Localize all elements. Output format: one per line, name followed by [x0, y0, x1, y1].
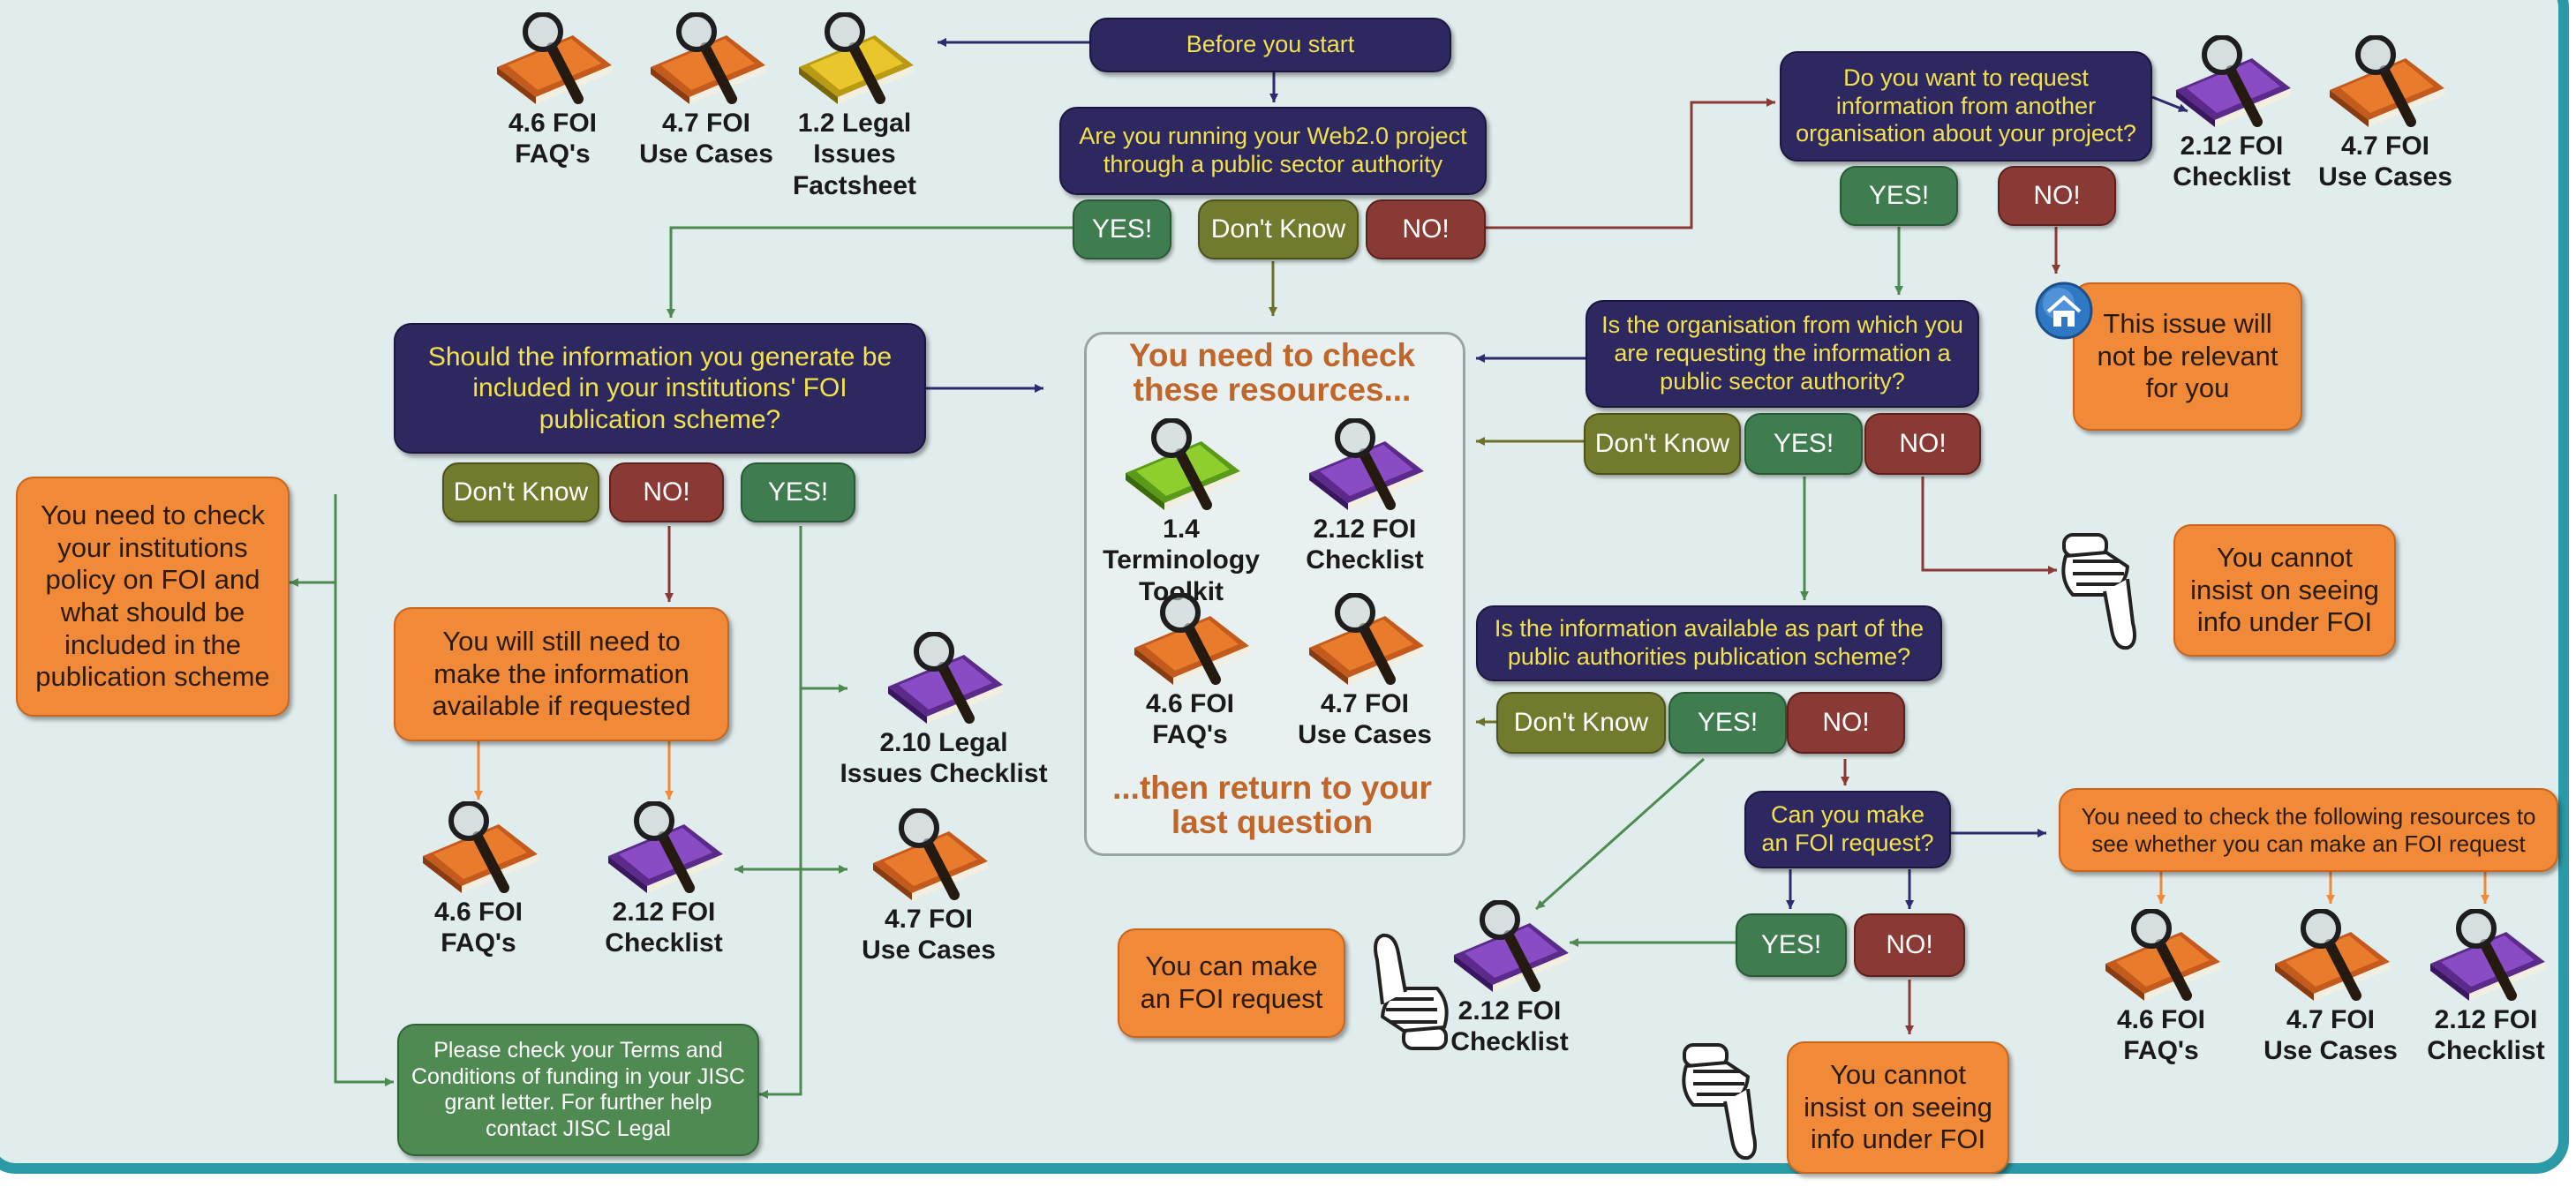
question-org-public: Is the organisation from which you are r…: [1586, 300, 1979, 408]
resource-checklist-panel[interactable]: 2.12 FOI Checklist: [1285, 418, 1444, 576]
resource-checklist-left[interactable]: 2.12 FOI Checklist: [584, 801, 743, 959]
book-magnifier-purple-icon: [1454, 900, 1569, 992]
arrow-dontknow-to-terms: [334, 582, 394, 1086]
check-panel-footer: ...then return to your last question: [1112, 770, 1432, 840]
arrow-yes-to-terms: [759, 526, 802, 1099]
book-magnifier-purple-icon: [1309, 418, 1424, 510]
book-magnifier-orange-icon: [423, 801, 538, 893]
book-magnifier-purple-icon: [608, 801, 723, 893]
book-magnifier-orange-icon: [651, 12, 765, 104]
question-include-scheme: Should the information you generate be i…: [394, 323, 926, 454]
arrow-org-no-to-cannot: [1921, 477, 2057, 575]
still-available-box: You will still need to make the informat…: [394, 607, 729, 741]
answer-dontknow-org: Don't Know: [1584, 413, 1741, 475]
answer-dontknow-include: Don't Know: [442, 462, 599, 522]
resource-legal-factsheet[interactable]: 1.2 Legal Issues Factsheet: [775, 12, 934, 201]
not-relevant-box: This issue will not be relevant for you: [2073, 282, 2302, 431]
resource-label: 4.6 FOI FAQ's: [1145, 689, 1235, 750]
answer-yes-public-sector: YES!: [1073, 199, 1171, 259]
thumbs-down-icon: [2061, 533, 2136, 650]
resource-label: 2.12 FOI Checklist: [605, 898, 723, 958]
resource-label: 2.12 FOI Checklist: [1306, 515, 1424, 575]
resource-label: 4.7 FOI Use Cases: [2263, 1005, 2398, 1066]
resource-checklist-top[interactable]: 2.12 FOI Checklist: [2152, 35, 2311, 193]
book-magnifier-orange-icon: [1134, 593, 1249, 685]
cannot-insist-box-1: You cannot insist on seeing info under F…: [2173, 524, 2396, 657]
resource-label: 1.2 Legal Issues Factsheet: [792, 109, 917, 200]
answer-no-request-other: NO!: [1998, 166, 2116, 226]
can-make-request-box: You can make an FOI request: [1118, 928, 1345, 1038]
book-magnifier-green-icon: [1126, 418, 1240, 510]
book-magnifier-orange-icon: [2330, 35, 2444, 127]
resource-use-cases-panel[interactable]: 4.7 FOI Use Cases: [1285, 593, 1444, 751]
resource-label: 4.6 FOI FAQ's: [433, 898, 523, 958]
thumbs-down-icon: [1682, 1043, 1757, 1161]
answer-no-available: NO!: [1787, 692, 1905, 754]
arrow-available-yes-to-checklist: [1534, 757, 1706, 911]
resource-label: 2.12 FOI Checklist: [2427, 1005, 2545, 1066]
resource-checklist-right-bottom[interactable]: 2.12 FOI Checklist: [2407, 909, 2565, 1067]
answer-yes-available: YES!: [1668, 692, 1787, 754]
home-icon: [2035, 282, 2093, 340]
book-magnifier-orange-icon: [1309, 593, 1424, 685]
book-magnifier-purple-icon: [2176, 35, 2291, 127]
before-you-start-box: Before you start: [1089, 18, 1451, 72]
resource-label: 4.7 FOI Use Cases: [1298, 689, 1432, 750]
check-policy-box: You need to check your institutions poli…: [16, 477, 290, 717]
question-available-scheme: Is the information available as part of …: [1476, 605, 1942, 681]
answer-no-public-sector: NO!: [1366, 199, 1486, 259]
resource-label: 4.7 FOI Use Cases: [2318, 131, 2452, 192]
resource-faq-right[interactable]: 4.6 FOI FAQ's: [2082, 909, 2241, 1067]
answer-yes-org: YES!: [1744, 413, 1863, 475]
answer-yes-include: YES!: [741, 462, 855, 522]
answer-dontknow-available: Don't Know: [1496, 692, 1666, 754]
book-magnifier-orange-icon: [2105, 909, 2220, 1001]
check-panel-title: You need to check these resources...: [1128, 337, 1416, 408]
resource-label: 2.12 FOI Checklist: [2173, 131, 2291, 192]
answer-no-include: NO!: [609, 462, 724, 522]
resource-use-cases-left[interactable]: 4.7 FOI Use Cases: [849, 808, 1008, 966]
resource-label: 4.7 FOI Use Cases: [639, 109, 773, 169]
resource-label: 2.12 FOI Checklist: [1450, 996, 1569, 1057]
book-magnifier-orange-icon: [873, 808, 988, 900]
resource-label: 4.6 FOI FAQ's: [2116, 1005, 2206, 1066]
cannot-insist-box-2: You cannot insist on seeing info under F…: [1787, 1041, 2009, 1174]
answer-no-can-request: NO!: [1854, 913, 1965, 977]
resource-checklist-bottom[interactable]: 2.12 FOI Checklist: [1430, 900, 1589, 1058]
resource-legal-checklist[interactable]: 2.10 Legal Issues Checklist: [833, 632, 1054, 790]
arrow-request-to-resources: [2151, 95, 2188, 113]
book-magnifier-orange-icon: [2275, 909, 2390, 1001]
arrow-yes-to-q-include: [667, 226, 1073, 318]
answer-yes-can-request: YES!: [1736, 913, 1847, 977]
question-can-request: Can you make an FOI request?: [1744, 791, 1951, 868]
resource-faq-top[interactable]: 4.6 FOI FAQ's: [473, 12, 632, 170]
book-magnifier-orange-icon: [497, 12, 612, 104]
answer-dontknow-public-sector: Don't Know: [1198, 199, 1359, 259]
resource-terminology[interactable]: 1.4 Terminology Toolkit: [1093, 418, 1269, 607]
resource-faq-left[interactable]: 4.6 FOI FAQ's: [399, 801, 558, 959]
resource-faq-panel[interactable]: 4.6 FOI FAQ's: [1111, 593, 1269, 751]
check-terms-box: Please check your Terms and Conditions o…: [397, 1024, 759, 1156]
resource-label: 2.10 Legal Issues Checklist: [840, 728, 1048, 789]
resource-use-cases-top[interactable]: 4.7 FOI Use Cases: [627, 12, 786, 170]
book-magnifier-yellow-icon: [799, 12, 914, 104]
book-magnifier-purple-icon: [888, 632, 1003, 724]
arrow-no-to-q-request: [1486, 98, 1775, 229]
resource-use-cases-right-bottom[interactable]: 4.7 FOI Use Cases: [2251, 909, 2410, 1067]
check-following-box: You need to check the following resource…: [2059, 788, 2558, 872]
book-magnifier-purple-icon: [2430, 909, 2545, 1001]
answer-yes-request-other: YES!: [1840, 166, 1958, 226]
question-request-other: Do you want to request information from …: [1780, 51, 2152, 162]
answer-no-org: NO!: [1864, 413, 1981, 475]
thumbs-up-icon: [1374, 933, 1449, 1050]
resource-label: 4.7 FOI Use Cases: [862, 905, 996, 965]
resource-use-cases-right[interactable]: 4.7 FOI Use Cases: [2306, 35, 2465, 193]
resource-label: 4.6 FOI FAQ's: [508, 109, 598, 169]
check-resources-panel: [1084, 332, 1465, 856]
arrow-dontknow-to-policy: [290, 494, 337, 587]
question-public-sector: Are you running your Web2.0 project thro…: [1059, 107, 1487, 195]
